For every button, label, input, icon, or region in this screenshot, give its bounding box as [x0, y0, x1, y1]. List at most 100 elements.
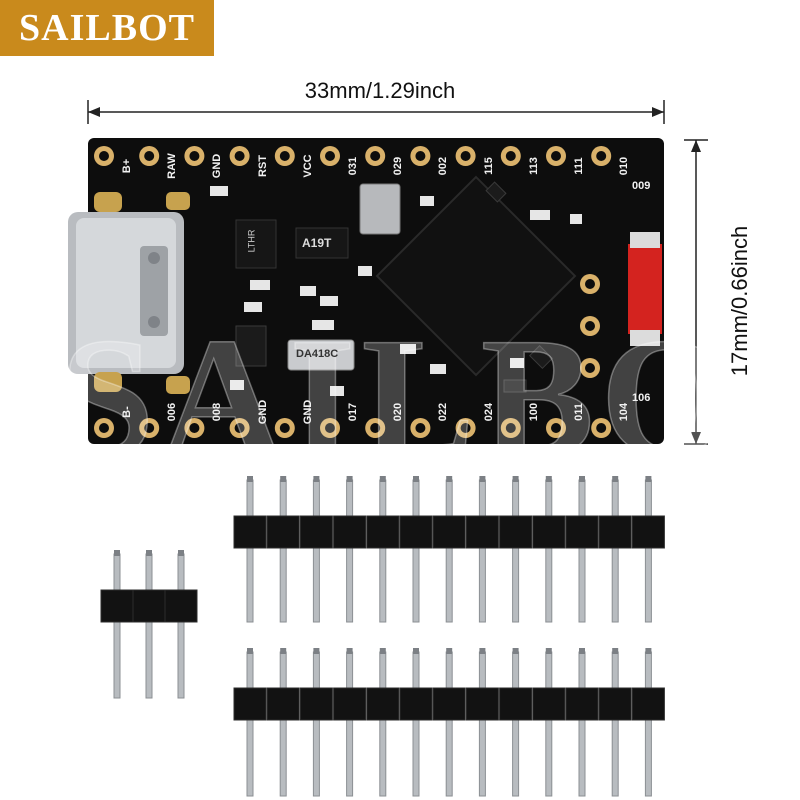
header-pin-tip	[313, 476, 320, 482]
header-pin	[578, 651, 586, 797]
header-pin-tip	[178, 550, 184, 556]
pin-hole	[370, 423, 381, 433]
header-pin	[246, 479, 254, 623]
pin-label: 022	[437, 402, 450, 422]
pin-label: 113	[527, 157, 540, 175]
header-block	[399, 687, 433, 721]
header-block	[100, 589, 134, 623]
header-pin	[346, 479, 354, 623]
pin-label: 020	[392, 402, 405, 422]
pin-hole	[415, 151, 426, 161]
header-pin	[512, 651, 520, 797]
pin-label: 008	[211, 402, 224, 422]
pin-hole	[144, 423, 155, 433]
header-block	[432, 515, 466, 549]
header-block	[266, 687, 300, 721]
pin-label: B-	[121, 406, 133, 418]
width-dimension-label: 33mm/1.29inch	[304, 78, 456, 103]
pin-label: 031	[347, 156, 359, 176]
header-pin-tip	[413, 648, 419, 654]
header-pin	[312, 651, 320, 797]
pin-hole	[279, 423, 290, 433]
header-pin	[545, 651, 553, 797]
pin-hole	[99, 423, 109, 433]
header-pin	[478, 651, 486, 797]
header-pin-tip	[512, 476, 519, 482]
header-pin-tip	[346, 648, 353, 654]
pin-hole	[596, 151, 607, 161]
red-component	[628, 244, 662, 334]
pin-label: 011	[573, 403, 585, 421]
header-block	[266, 515, 300, 549]
pin-hole	[415, 423, 426, 433]
header-pin-tip	[247, 648, 253, 654]
pin-hole	[370, 151, 381, 161]
pin-hole	[189, 423, 200, 433]
pin-label: 100	[527, 402, 540, 422]
header-pin-tip	[579, 476, 585, 482]
pin-label: 010	[618, 156, 631, 176]
pin-hole	[325, 423, 335, 433]
long-pin-header-upper	[233, 476, 665, 623]
pin-hole	[99, 151, 109, 161]
side-label-009: 009	[632, 180, 651, 192]
header-block	[233, 687, 267, 721]
header-block	[399, 515, 433, 549]
header-pin-tip	[146, 550, 152, 556]
header-block	[499, 687, 533, 721]
height-dimension-line	[684, 139, 708, 445]
short-pin-header	[100, 550, 198, 699]
width-dimension-line	[87, 100, 665, 124]
header-pin-tip	[479, 648, 486, 654]
header-block	[532, 515, 566, 549]
pcb-board	[68, 138, 664, 444]
pin-label: 111	[573, 157, 585, 175]
header-pin	[379, 479, 387, 623]
pin-label: GND	[256, 399, 269, 425]
header-pin-tip	[645, 648, 652, 654]
pin-label: 104	[618, 402, 631, 422]
pin-hole	[325, 151, 335, 161]
header-pin	[512, 479, 520, 623]
header-pin	[644, 651, 652, 797]
mcu-chip	[375, 175, 577, 377]
header-pin	[145, 553, 153, 699]
pin-label: 115	[482, 157, 495, 175]
pin-hole	[551, 423, 561, 433]
header-block	[132, 589, 166, 623]
usb-c-connector	[68, 192, 190, 394]
pin-hole	[505, 151, 516, 161]
header-pin	[644, 479, 652, 623]
pin-hole	[234, 423, 245, 433]
header-pin	[412, 479, 420, 623]
header-pin	[611, 479, 619, 623]
header-block	[532, 687, 566, 721]
chip-marking-a19t: A19T	[302, 236, 332, 250]
pin-hole	[279, 151, 290, 161]
brand-name: SAILBOT	[19, 7, 195, 49]
header-pin-tip	[612, 648, 619, 654]
header-block	[565, 515, 599, 549]
header-pin-tip	[379, 476, 386, 482]
chip-marking-lthr: LTHR	[246, 229, 257, 253]
header-block	[465, 515, 499, 549]
pin-label: 024	[482, 402, 495, 422]
header-block	[598, 687, 632, 721]
top-pin-pads	[94, 146, 612, 166]
brand-badge: SAILBOT	[0, 0, 214, 56]
header-pin-tip	[346, 476, 353, 482]
header-pin-tip	[413, 476, 419, 482]
header-block	[499, 515, 533, 549]
header-pin-tip	[612, 476, 619, 482]
pin-label: B+	[121, 158, 133, 174]
header-pin	[578, 479, 586, 623]
header-block	[299, 687, 333, 721]
header-pin	[478, 479, 486, 623]
header-pin-tip	[545, 648, 552, 654]
pin-label: RAW	[166, 153, 179, 179]
header-pin-tip	[313, 648, 320, 654]
pin-hole	[505, 423, 516, 433]
header-pin	[445, 651, 453, 797]
header-block	[432, 687, 466, 721]
